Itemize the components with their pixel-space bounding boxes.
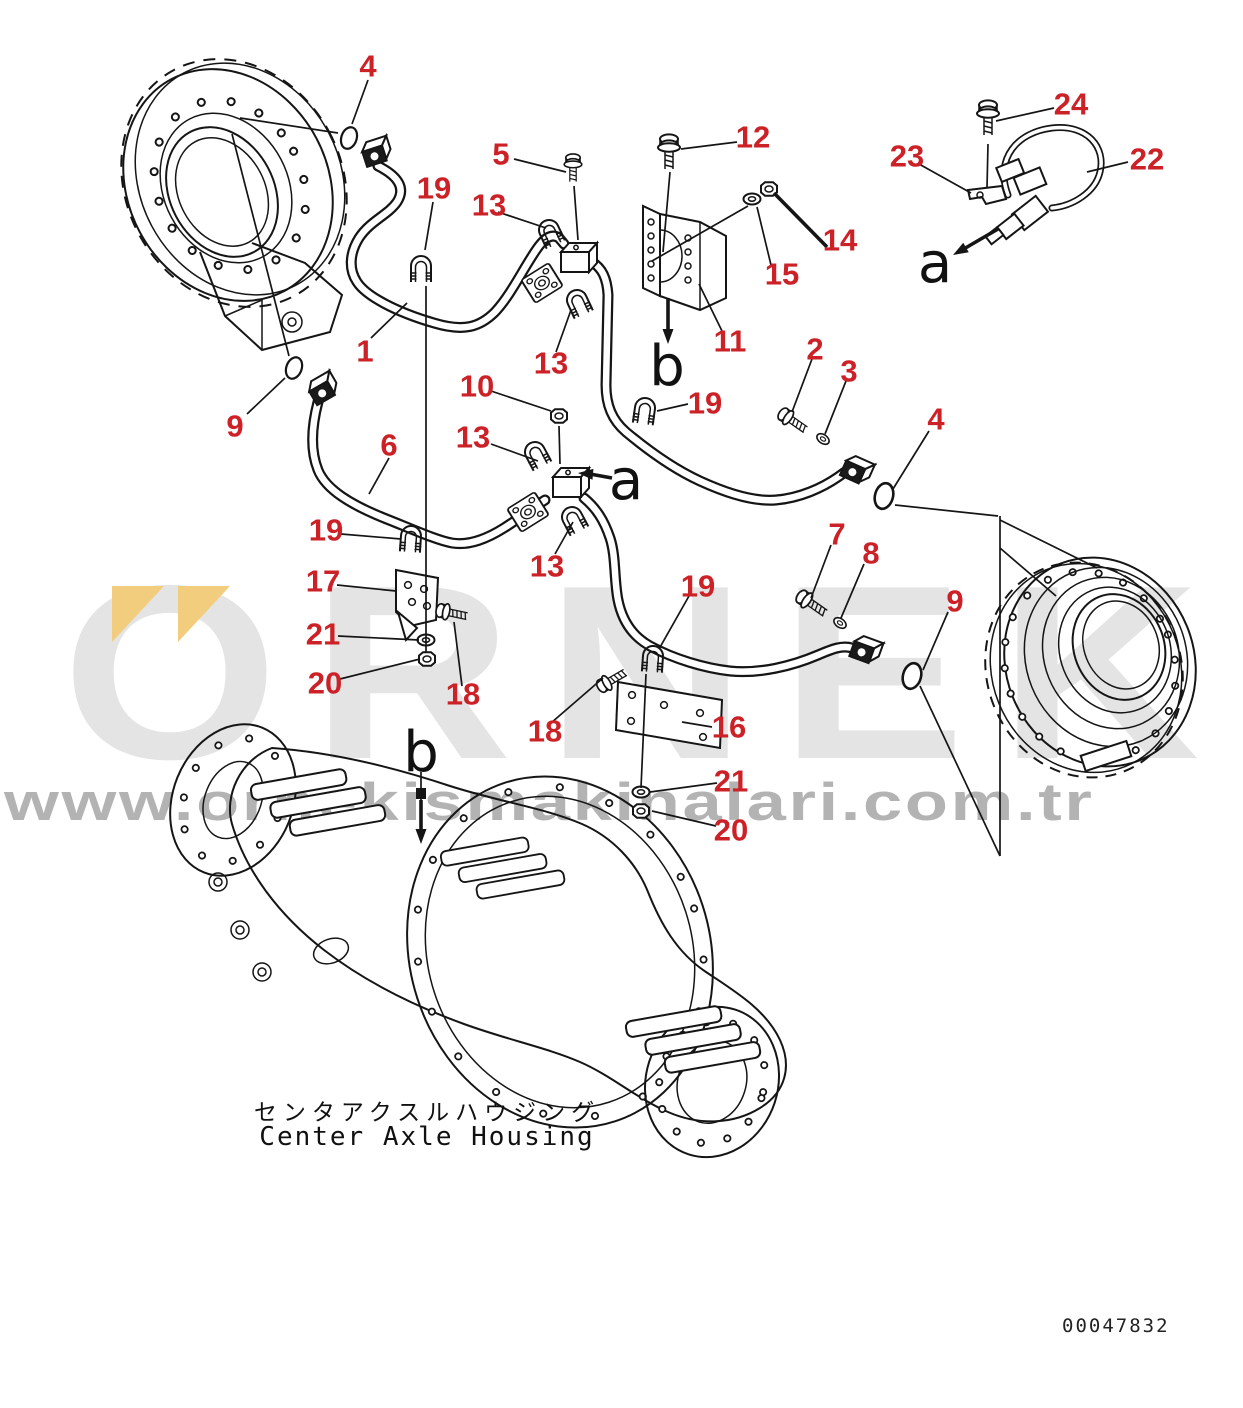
callout-19: 19 [308, 512, 344, 548]
view-marker-b: b [649, 334, 685, 399]
callout-13: 13 [471, 187, 507, 223]
callout-2: 2 [806, 331, 824, 367]
callout-17: 17 [305, 563, 341, 599]
upper-tee-fitting [520, 153, 598, 321]
callout-20: 20 [713, 812, 749, 848]
view-arrows [415, 227, 999, 844]
callout-4: 4 [927, 401, 945, 437]
umlaut-triangles-icon [112, 586, 230, 642]
callout-6: 6 [380, 427, 398, 463]
callout-12: 12 [735, 119, 771, 155]
callout-22: 22 [1129, 141, 1165, 177]
callout-5: 5 [492, 136, 510, 172]
watermark-brand: ORNEK [62, 533, 1234, 811]
callout-11: 11 [713, 323, 747, 359]
callout-8: 8 [862, 535, 880, 571]
lower-tee-fitting [506, 408, 591, 538]
grease-fitting [416, 788, 426, 799]
leader-14-thick [772, 191, 829, 249]
callout-14: 14 [822, 222, 858, 258]
callout-16: 16 [711, 709, 747, 745]
callout-23: 23 [889, 138, 925, 174]
sensor-harness [966, 124, 1105, 246]
center-axle-housing [169, 723, 787, 1159]
bracket-17 [395, 568, 440, 642]
callout-15: 15 [764, 256, 800, 292]
callout-1: 1 [356, 333, 374, 369]
view-marker-b: b [403, 720, 439, 785]
pipe-1 [345, 134, 570, 333]
callout-10: 10 [459, 368, 495, 404]
callout-21: 21 [713, 763, 749, 799]
rear-axle-disc [984, 556, 1197, 779]
callout-13: 13 [533, 345, 569, 381]
o-rings [281, 124, 926, 693]
view-marker-a: a [917, 231, 953, 296]
front-axle-disc [120, 58, 348, 352]
caption-japanese: センタアクスルハウジング [253, 1100, 601, 1126]
bracket-11 [642, 204, 727, 312]
callout-21: 21 [305, 616, 341, 652]
pipe-6 [304, 369, 551, 550]
callout-24: 24 [1053, 86, 1089, 122]
callout-18: 18 [527, 713, 563, 749]
callout-19: 19 [680, 568, 716, 604]
view-marker-a: a [608, 448, 644, 513]
callout-3: 3 [840, 353, 858, 389]
callout-19: 19 [416, 170, 452, 206]
bracket-16 [614, 680, 724, 750]
pipe-upper-right [586, 256, 876, 506]
callout-20: 20 [307, 665, 343, 701]
leader-lines [231, 79, 1129, 857]
caption-english: Center Axle Housing [259, 1122, 595, 1152]
callout-13: 13 [455, 419, 491, 455]
callout-13: 13 [529, 548, 565, 584]
callout-9: 9 [226, 408, 244, 444]
callout-7: 7 [828, 516, 846, 552]
callout-18: 18 [445, 676, 481, 712]
callout-19: 19 [687, 385, 723, 421]
doc-number: 00047832 [1062, 1315, 1170, 1337]
callout-9: 9 [946, 583, 964, 619]
clip-23 [966, 184, 1008, 206]
callout-4: 4 [359, 48, 377, 84]
pipe-lower-right [578, 492, 885, 678]
watermark-url: www.ornekismakinalari.com.tr [4, 773, 1095, 832]
